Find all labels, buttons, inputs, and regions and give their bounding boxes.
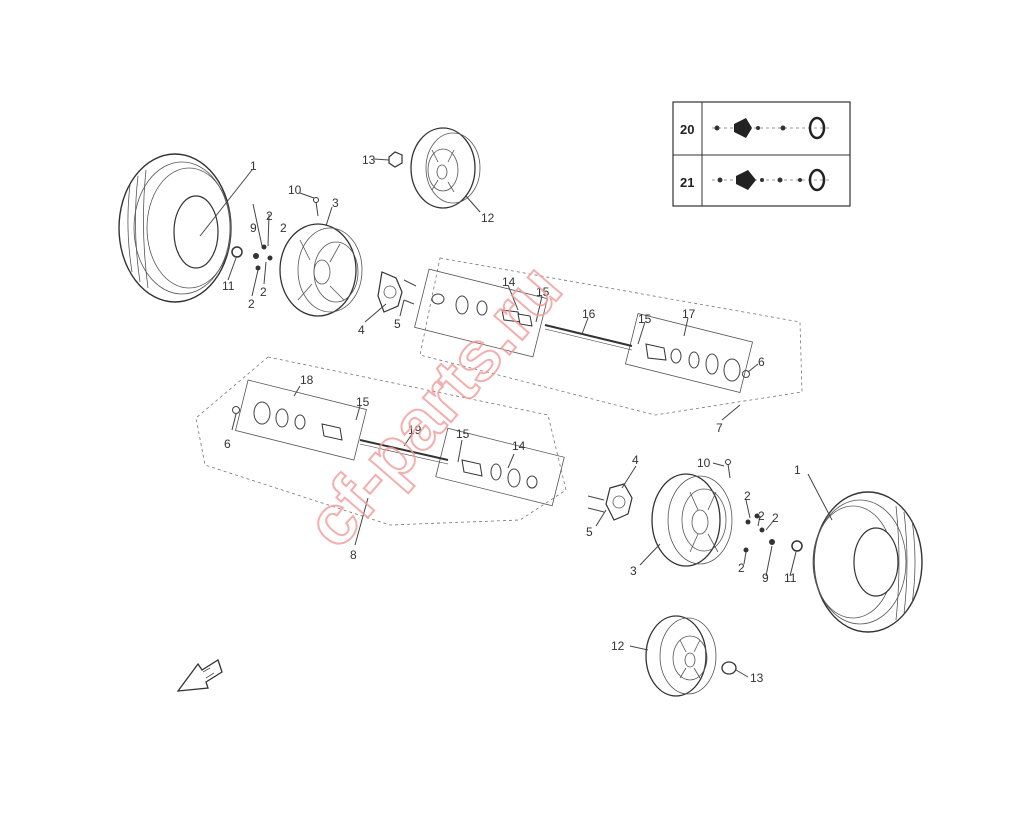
callout-4-left: 4 (358, 323, 365, 337)
leader-lines (199, 158, 833, 678)
rim-rear-top (388, 127, 481, 209)
legend-row-20-shaft-icon (712, 116, 830, 140)
callout-15: 15 (356, 395, 370, 409)
callout-14-upper: 14 (502, 275, 516, 289)
legend-row-20-label: 20 (680, 122, 694, 137)
callout-7: 7 (716, 421, 723, 435)
callout-13-top: 13 (362, 153, 376, 167)
callout-10-left: 10 (288, 183, 302, 197)
callout-10-right: 10 (697, 456, 711, 470)
legend-table: 20 21 (672, 101, 851, 207)
callout-1-right: 1 (794, 463, 801, 477)
hardware-front-right (743, 513, 803, 553)
hardware-front-left (231, 197, 319, 271)
callout-17: 17 (682, 307, 696, 321)
callout-2: 2 (744, 489, 751, 503)
callout-2: 2 (266, 209, 273, 223)
callout-6-upper: 6 (758, 355, 765, 369)
callout-13-bottom: 13 (750, 671, 764, 685)
callout-19: 19 (408, 423, 422, 437)
callout-3-left: 3 (332, 196, 339, 210)
callout-12-bottom: 12 (611, 639, 625, 653)
callout-6-lower: 6 (224, 437, 231, 451)
callout-1-left: 1 (250, 159, 257, 173)
callout-3-right: 3 (630, 564, 637, 578)
callout-9-right: 9 (762, 571, 769, 585)
callout-16: 16 (582, 307, 596, 321)
callout-15: 15 (536, 285, 550, 299)
rim-rear-bottom (645, 615, 737, 697)
callout-5-right: 5 (586, 525, 593, 539)
callout-9-left: 9 (250, 221, 257, 235)
tire-front-right (812, 491, 923, 633)
driveshaft-group-upper (414, 257, 803, 416)
front-direction-arrow-icon (176, 659, 223, 692)
callout-2: 2 (738, 561, 745, 575)
callout-11-right: 11 (784, 571, 797, 585)
callout-2: 2 (280, 221, 287, 235)
callout-2: 2 (248, 297, 255, 311)
callout-15: 15 (456, 427, 470, 441)
tire-front-left (118, 153, 232, 303)
callout-labels: 1 1 2 2 2 2 2 2 2 2 3 3 4 4 5 5 6 6 7 8 … (222, 153, 801, 685)
hub-front-left (377, 271, 417, 313)
rim-front-left (279, 223, 363, 317)
callout-4-right: 4 (632, 453, 639, 467)
callout-11-left: 11 (222, 279, 235, 293)
callout-15: 15 (638, 312, 652, 326)
callout-5-left: 5 (394, 317, 401, 331)
callout-12-top: 12 (481, 211, 495, 225)
legend-row-21-shaft-icon (712, 168, 830, 192)
driveshaft-group-lower (195, 356, 567, 526)
legend-row-21-label: 21 (680, 175, 694, 190)
callout-2: 2 (772, 511, 779, 525)
callout-8: 8 (350, 548, 357, 562)
callout-2: 2 (758, 509, 765, 523)
rim-front-right (651, 459, 733, 567)
hub-front-right (587, 483, 633, 521)
callout-2: 2 (260, 285, 267, 299)
callout-18: 18 (300, 373, 314, 387)
callout-14-lower: 14 (512, 439, 526, 453)
